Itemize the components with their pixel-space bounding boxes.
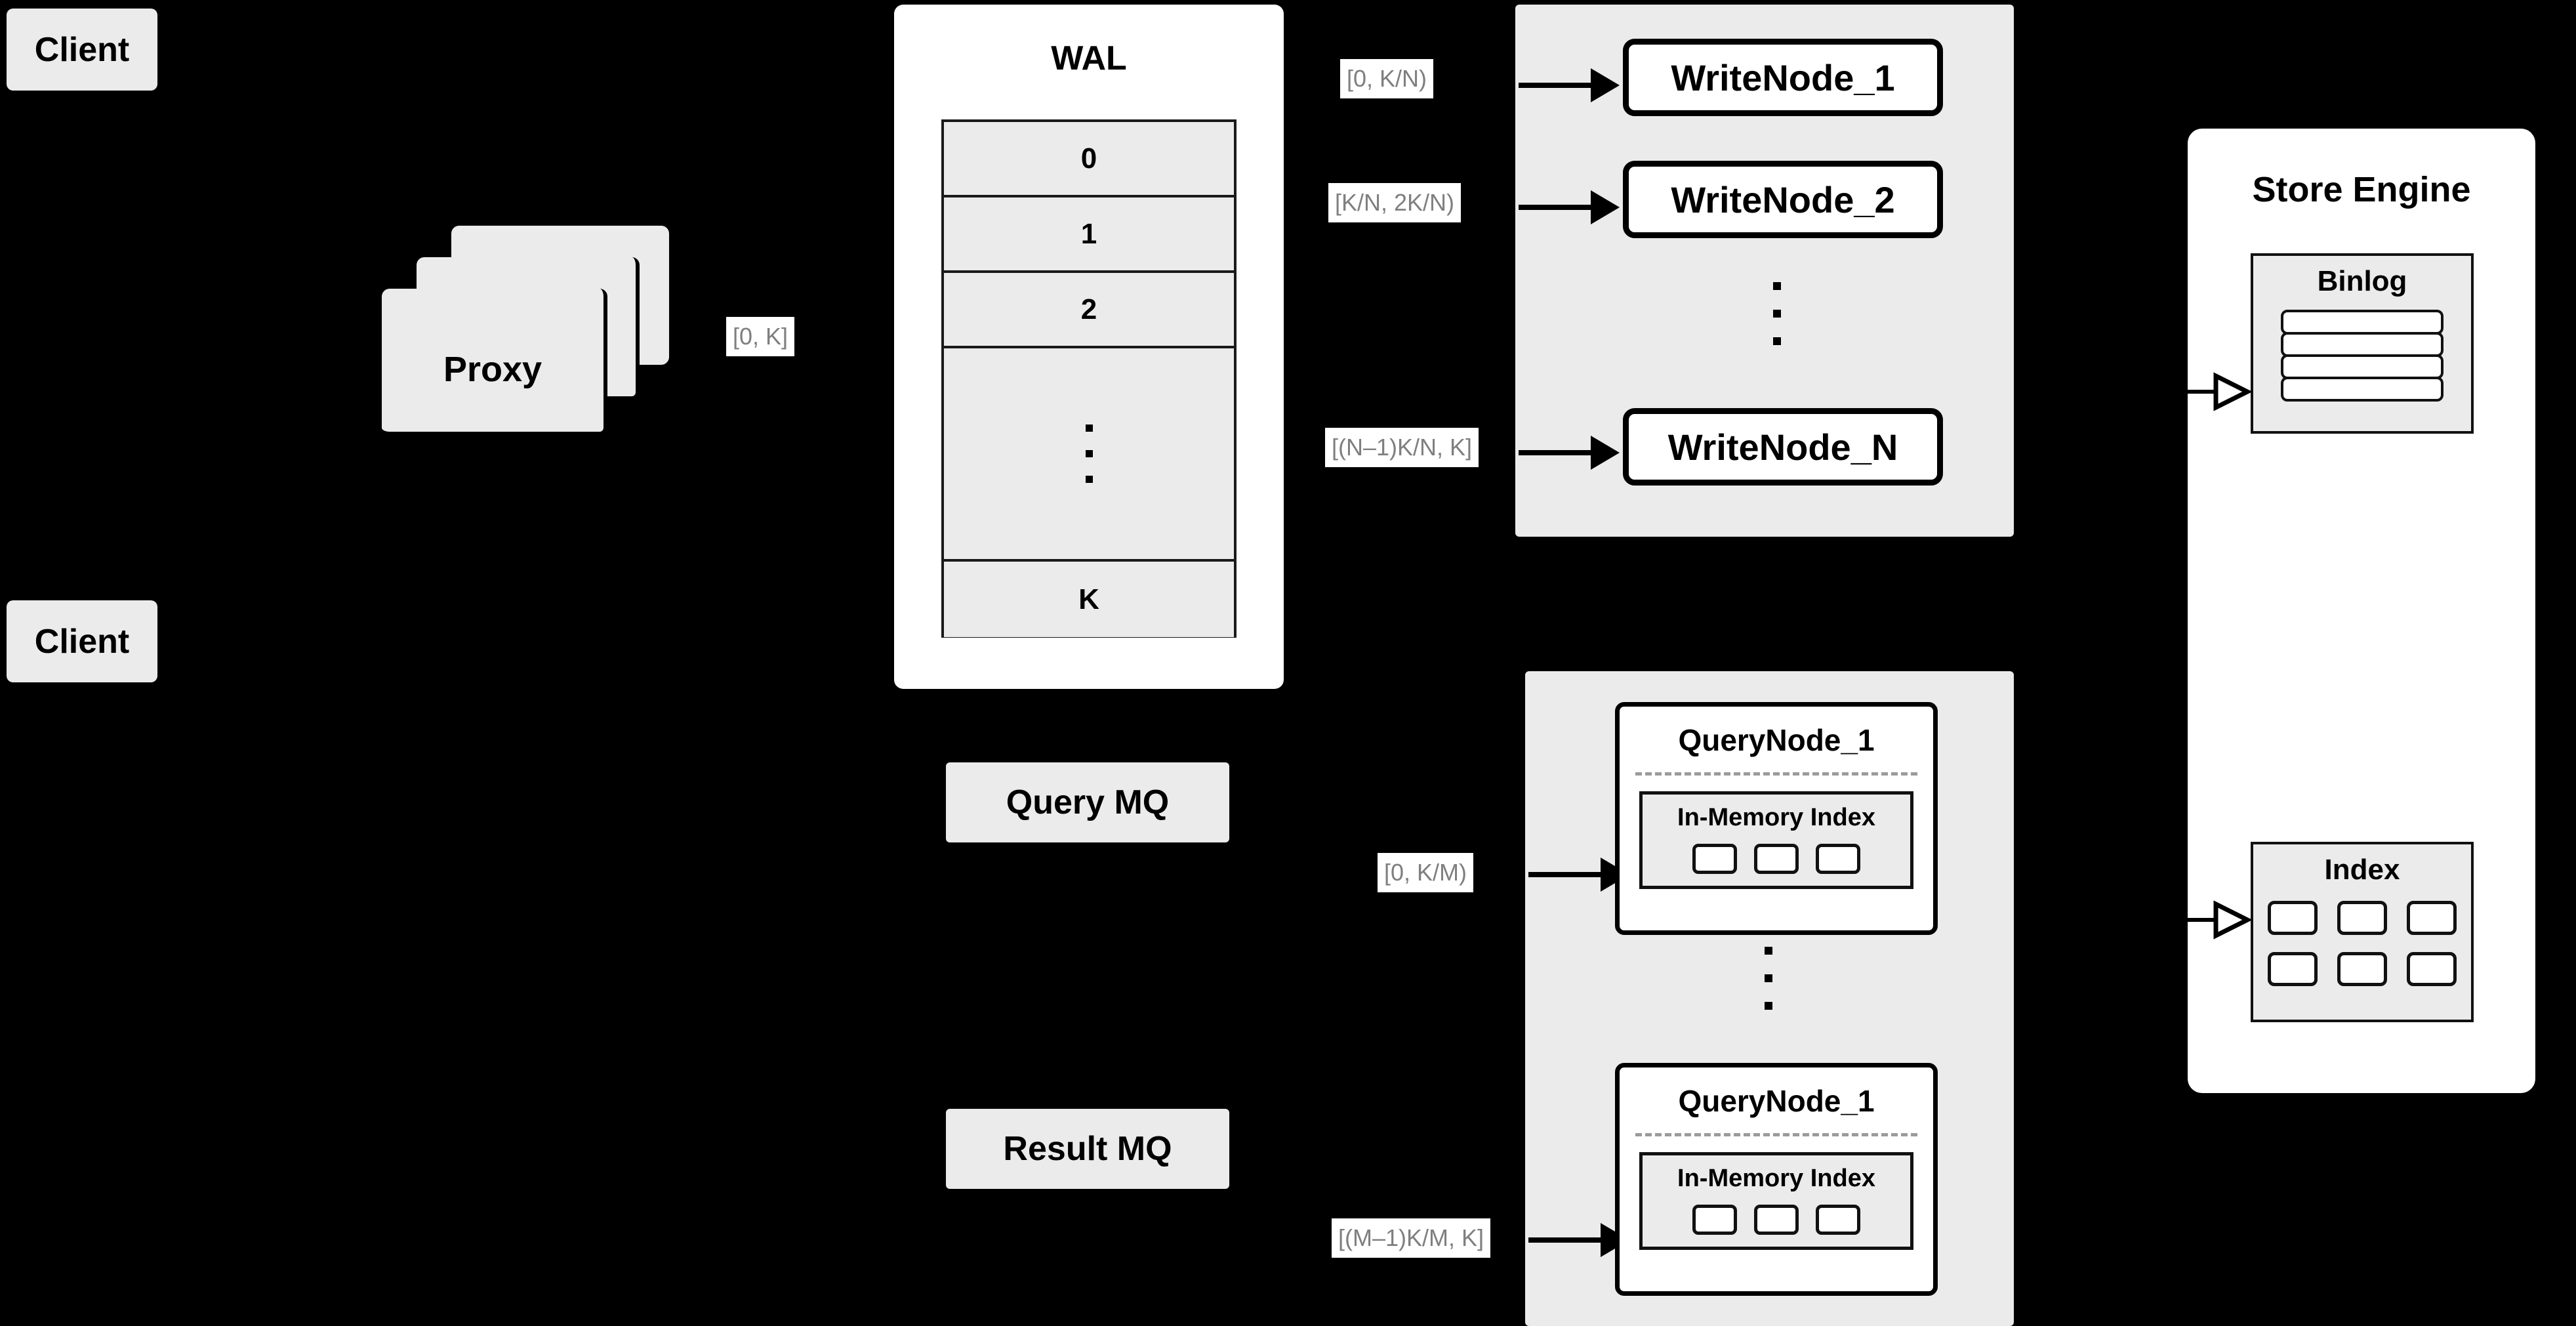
index-cell[interactable] xyxy=(1816,1205,1860,1235)
client-box-2[interactable]: Client xyxy=(7,600,157,682)
index-cell[interactable] xyxy=(2337,901,2387,935)
write-node-label: WriteNode_N xyxy=(1667,426,1898,468)
result-mq-box[interactable]: Result MQ xyxy=(946,1109,1229,1189)
ellipsis-dot xyxy=(1765,974,1772,982)
in-memory-index-title: In-Memory Index xyxy=(1677,1165,1875,1192)
in-memory-index-box: In-Memory Index xyxy=(1639,791,1913,889)
index-cell-row xyxy=(1643,1205,1910,1235)
wal-panel: WAL 0 1 2 K xyxy=(894,5,1284,689)
wal-cell-label: K xyxy=(1078,583,1099,615)
write-node-label: WriteNode_1 xyxy=(1671,56,1895,98)
write-node-2[interactable]: WriteNode_2 xyxy=(1623,161,1943,238)
query-node-separator xyxy=(1635,1133,1917,1136)
index-cell[interactable] xyxy=(2337,952,2387,986)
binlog-title: Binlog xyxy=(2317,265,2407,297)
wal-cell[interactable]: 2 xyxy=(944,273,1234,348)
index-cell[interactable] xyxy=(1754,844,1799,874)
query-group-ellipsis xyxy=(1765,947,1772,1010)
range-text: [0, K/M) xyxy=(1384,859,1467,886)
binlog-row[interactable] xyxy=(2281,354,2443,379)
binlog-row[interactable] xyxy=(2281,310,2443,335)
in-memory-index-title: In-Memory Index xyxy=(1677,804,1875,831)
store-engine-panel: Store Engine Binlog Index xyxy=(2188,129,2535,1093)
ellipsis-dot xyxy=(1085,476,1093,483)
write-node-1-range-label: [0, K/N) xyxy=(1340,59,1434,98)
index-cell[interactable] xyxy=(2407,901,2457,935)
index-cell-row xyxy=(1643,844,1910,874)
client-label: Client xyxy=(34,622,130,661)
query-mq-box[interactable]: Query MQ xyxy=(946,762,1229,842)
query-node-separator xyxy=(1635,772,1917,776)
range-text: [(M–1)K/M, K] xyxy=(1338,1224,1484,1251)
arrow-to-index xyxy=(2183,899,2255,941)
index-cell-row xyxy=(2253,901,2471,935)
wal-cell[interactable]: K xyxy=(944,562,1234,637)
proxy-sheet-front[interactable]: Proxy xyxy=(382,289,607,436)
arrow-to-binlog xyxy=(2183,371,2255,413)
write-node-label: WriteNode_2 xyxy=(1671,178,1895,220)
wal-ellipsis-cell xyxy=(944,348,1234,562)
arrow-to-write-node-1 xyxy=(1519,67,1624,104)
wal-cell[interactable]: 1 xyxy=(944,197,1234,273)
wal-table: 0 1 2 K xyxy=(941,119,1237,638)
write-node-n-range-label: [(N–1)K/N, K] xyxy=(1325,428,1479,467)
range-text: [0, K/N) xyxy=(1347,65,1427,92)
wal-cell[interactable]: 0 xyxy=(944,122,1234,197)
arrow-to-write-node-n xyxy=(1519,434,1624,471)
binlog-row[interactable] xyxy=(2281,377,2443,402)
binlog-box: Binlog xyxy=(2251,253,2474,434)
index-cell-row xyxy=(2253,952,2471,986)
ellipsis-dot xyxy=(1765,947,1772,955)
ellipsis-dot xyxy=(1773,310,1781,318)
index-cell[interactable] xyxy=(1754,1205,1799,1235)
ellipsis-dot xyxy=(1765,1002,1772,1010)
write-node-1[interactable]: WriteNode_1 xyxy=(1623,39,1943,116)
write-node-n[interactable]: WriteNode_N xyxy=(1623,408,1943,486)
binlog-row[interactable] xyxy=(2281,332,2443,357)
store-engine-title: Store Engine xyxy=(2252,170,2471,209)
wal-cell-label: 2 xyxy=(1080,293,1097,325)
index-box: Index xyxy=(2251,842,2474,1022)
query-node-m-range-label: [(M–1)K/M, K] xyxy=(1332,1218,1491,1258)
wal-title: WAL xyxy=(1051,39,1127,77)
wal-cell-label: 1 xyxy=(1080,217,1097,250)
query-node-title: QueryNode_1 xyxy=(1678,1084,1875,1118)
range-text: [K/N, 2K/N) xyxy=(1335,189,1455,216)
client-box-1[interactable]: Client xyxy=(7,9,157,91)
index-cell[interactable] xyxy=(2268,901,2318,935)
result-mq-label: Result MQ xyxy=(1003,1130,1172,1168)
ellipsis-dot xyxy=(1085,450,1093,457)
query-node-1-range-label: [0, K/M) xyxy=(1378,853,1474,892)
proxy-range-label: [0, K] xyxy=(726,317,795,356)
write-node-2-range-label: [K/N, 2K/N) xyxy=(1328,183,1462,222)
query-node-1[interactable]: QueryNode_1 In-Memory Index xyxy=(1615,702,1938,935)
client-label: Client xyxy=(34,30,130,69)
ellipsis-dot xyxy=(1085,425,1093,432)
proxy-stack[interactable]: Proxy xyxy=(380,210,689,446)
index-cell[interactable] xyxy=(1692,1205,1737,1235)
index-title: Index xyxy=(2324,854,2400,886)
proxy-range-text: [0, K] xyxy=(733,323,788,350)
wal-cell-label: 0 xyxy=(1080,142,1097,175)
index-cell[interactable] xyxy=(2407,952,2457,986)
index-cell[interactable] xyxy=(1816,844,1860,874)
write-group-ellipsis xyxy=(1773,282,1781,345)
proxy-label: Proxy xyxy=(443,350,542,389)
ellipsis-dot xyxy=(1773,337,1781,345)
ellipsis-dot xyxy=(1773,282,1781,290)
arrow-to-write-node-2 xyxy=(1519,189,1624,226)
index-cell[interactable] xyxy=(1692,844,1737,874)
range-text: [(N–1)K/N, K] xyxy=(1332,434,1473,461)
query-mq-label: Query MQ xyxy=(1006,783,1170,821)
index-cell[interactable] xyxy=(2268,952,2318,986)
in-memory-index-box: In-Memory Index xyxy=(1639,1152,1913,1250)
query-node-m[interactable]: QueryNode_1 In-Memory Index xyxy=(1615,1063,1938,1296)
query-node-title: QueryNode_1 xyxy=(1678,723,1875,757)
